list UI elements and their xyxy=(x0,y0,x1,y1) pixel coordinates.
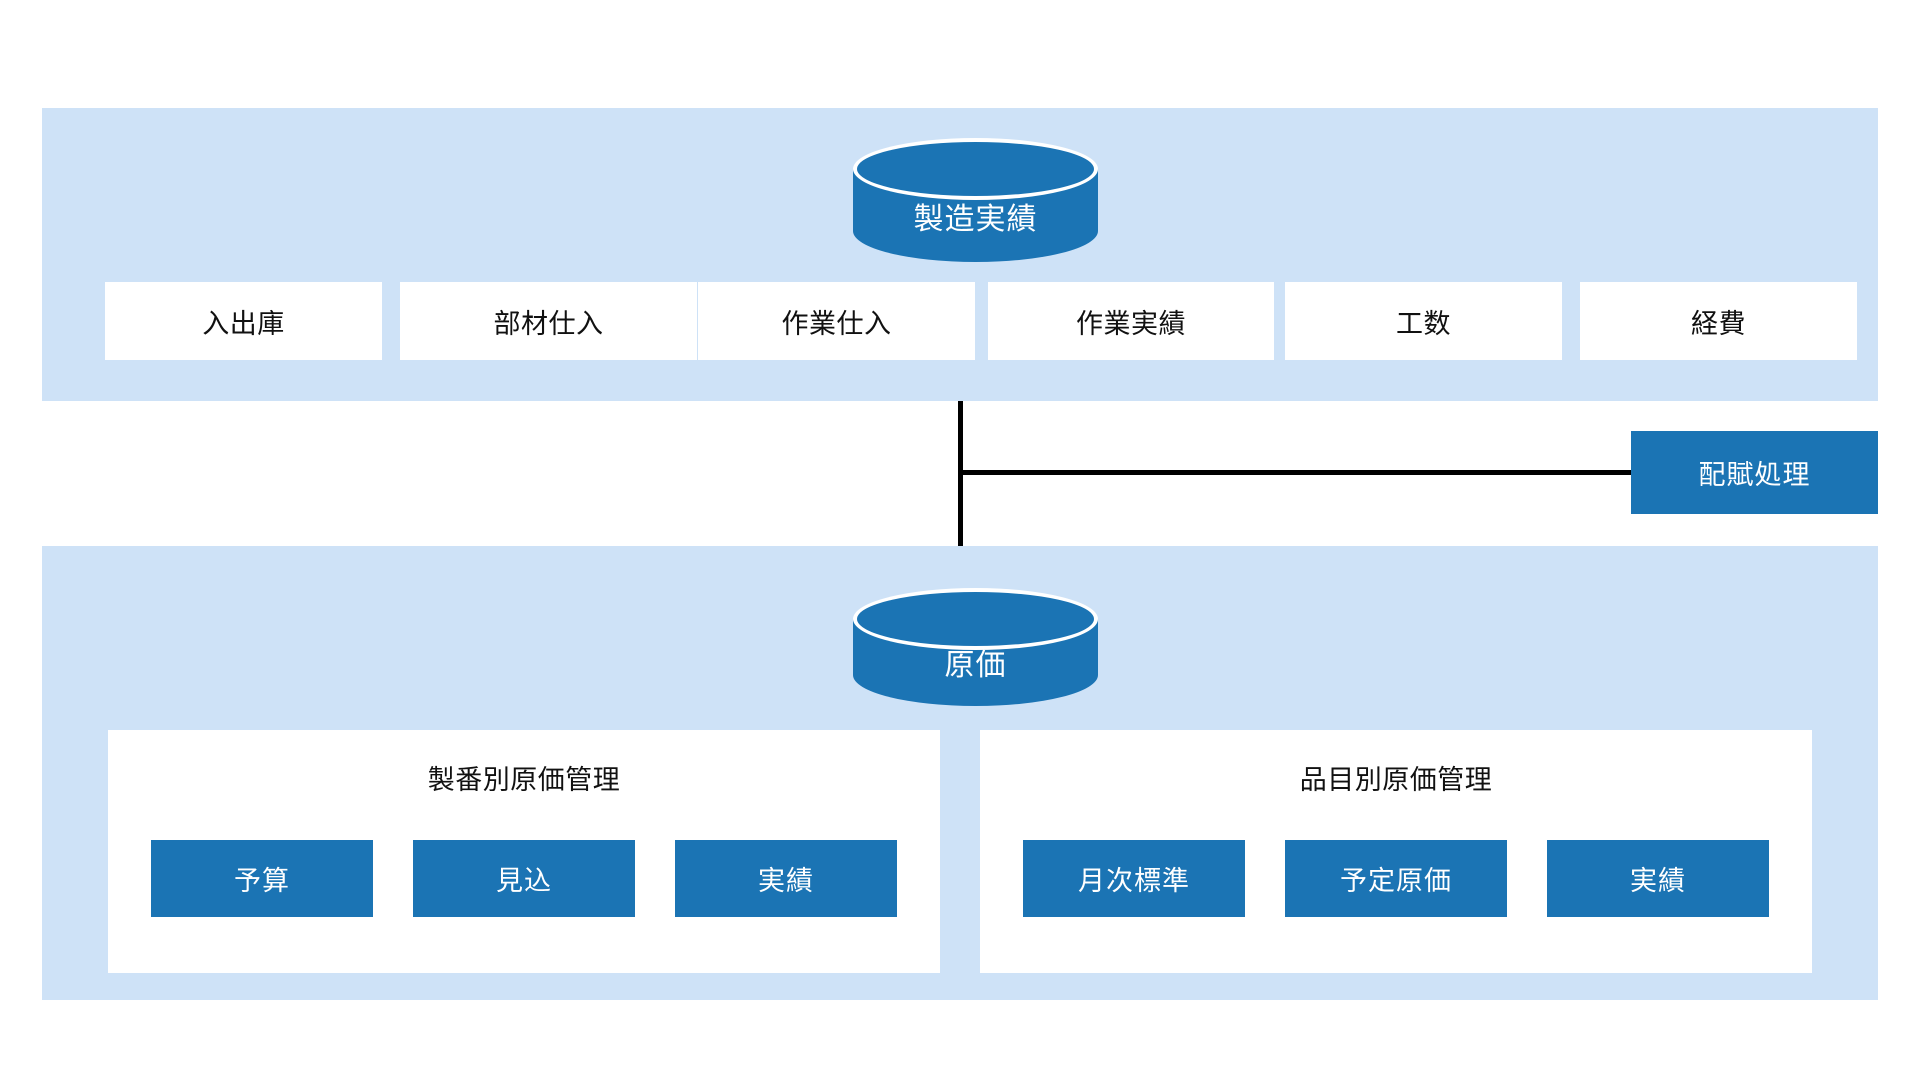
allocation-connector-horizontal xyxy=(958,470,1631,475)
source-box[interactable]: 工数 xyxy=(1285,282,1562,360)
cylinder-top-ellipse xyxy=(853,588,1098,650)
source-box[interactable]: 作業実績 xyxy=(988,282,1274,360)
cost-button[interactable]: 予算 xyxy=(151,840,373,917)
source-box[interactable]: 入出庫 xyxy=(105,282,382,360)
flow-connector-vertical xyxy=(958,401,963,576)
cylinder-label: 原価 xyxy=(944,649,1007,682)
source-box-label: 工数 xyxy=(1396,308,1451,339)
source-box-label: 作業実績 xyxy=(1076,308,1186,339)
cost-button-label: 月次標準 xyxy=(1078,866,1190,896)
source-box[interactable]: 部材仕入 xyxy=(400,282,697,360)
cost-button-label: 実績 xyxy=(1630,866,1686,896)
cost-button-label: 予定原価 xyxy=(1340,866,1452,896)
source-box[interactable]: 作業仕入 xyxy=(698,282,975,360)
source-box-label: 経費 xyxy=(1691,308,1746,339)
allocation-process-label: 配賦処理 xyxy=(1698,460,1811,490)
source-box-label: 作業仕入 xyxy=(781,308,892,339)
allocation-process-box[interactable]: 配賦処理 xyxy=(1631,431,1878,514)
source-box-label: 部材仕入 xyxy=(493,308,604,339)
cylinder-label: 製造実績 xyxy=(913,203,1038,236)
panel-button-row: 予算 見込 実績 xyxy=(108,840,940,917)
cost-button-label: 予算 xyxy=(234,866,290,896)
cylinder-top-ellipse xyxy=(853,138,1098,200)
panel-button-row: 月次標準 予定原価 実績 xyxy=(980,840,1812,917)
database-cylinder-cost: 原価 xyxy=(853,588,1098,706)
cost-management-panel-item: 品目別原価管理 月次標準 予定原価 実績 xyxy=(980,730,1812,973)
cost-button-label: 見込 xyxy=(496,866,552,896)
cost-button-label: 実績 xyxy=(758,866,814,896)
cost-button[interactable]: 実績 xyxy=(1547,840,1769,917)
cost-button[interactable]: 見込 xyxy=(413,840,635,917)
source-box-label: 入出庫 xyxy=(202,308,285,339)
cost-button[interactable]: 予定原価 xyxy=(1285,840,1507,917)
cost-button[interactable]: 実績 xyxy=(675,840,897,917)
database-cylinder-manufacturing-results: 製造実績 xyxy=(853,138,1098,270)
cost-management-panel-production-number: 製番別原価管理 予算 見込 実績 xyxy=(108,730,940,973)
panel-title: 品目別原価管理 xyxy=(1299,765,1493,795)
cost-button[interactable]: 月次標準 xyxy=(1023,840,1245,917)
source-box[interactable]: 経費 xyxy=(1580,282,1857,360)
panel-title: 製番別原価管理 xyxy=(427,765,621,795)
